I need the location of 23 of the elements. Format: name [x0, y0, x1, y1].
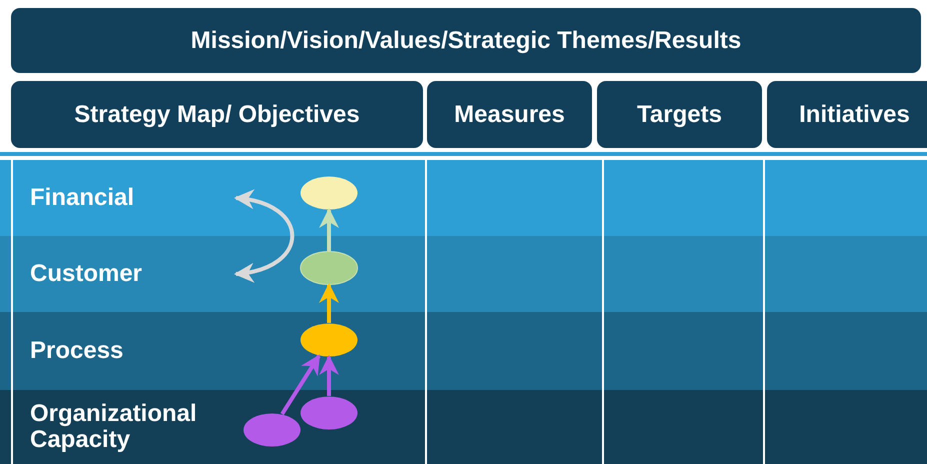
arrow — [319, 283, 339, 323]
perspective-band — [0, 312, 927, 390]
column-heading: Initiatives — [799, 100, 910, 128]
arrow — [319, 355, 339, 396]
header-box — [11, 81, 423, 148]
column-heading: Measures — [454, 100, 565, 128]
header-box — [11, 8, 921, 73]
perspective-band — [0, 236, 927, 312]
header-box — [767, 81, 927, 148]
header-box — [427, 81, 592, 148]
arrow — [319, 208, 339, 251]
perspective-label: Process — [30, 338, 124, 364]
arrow — [280, 354, 321, 416]
arrow — [234, 190, 294, 282]
column-heading: Mission/Vision/Values/Strategic Themes/Results — [190, 26, 742, 54]
header-box — [597, 81, 762, 148]
perspective-label: Financial — [30, 185, 136, 211]
column-heading: Strategy Map/ Objectives — [74, 100, 360, 128]
perspective-band — [0, 160, 927, 236]
perspective-band — [0, 390, 927, 464]
perspective-label: Organizational Capacity — [30, 401, 198, 453]
perspective-label: Customer — [30, 261, 144, 287]
column-heading: Targets — [637, 100, 722, 128]
